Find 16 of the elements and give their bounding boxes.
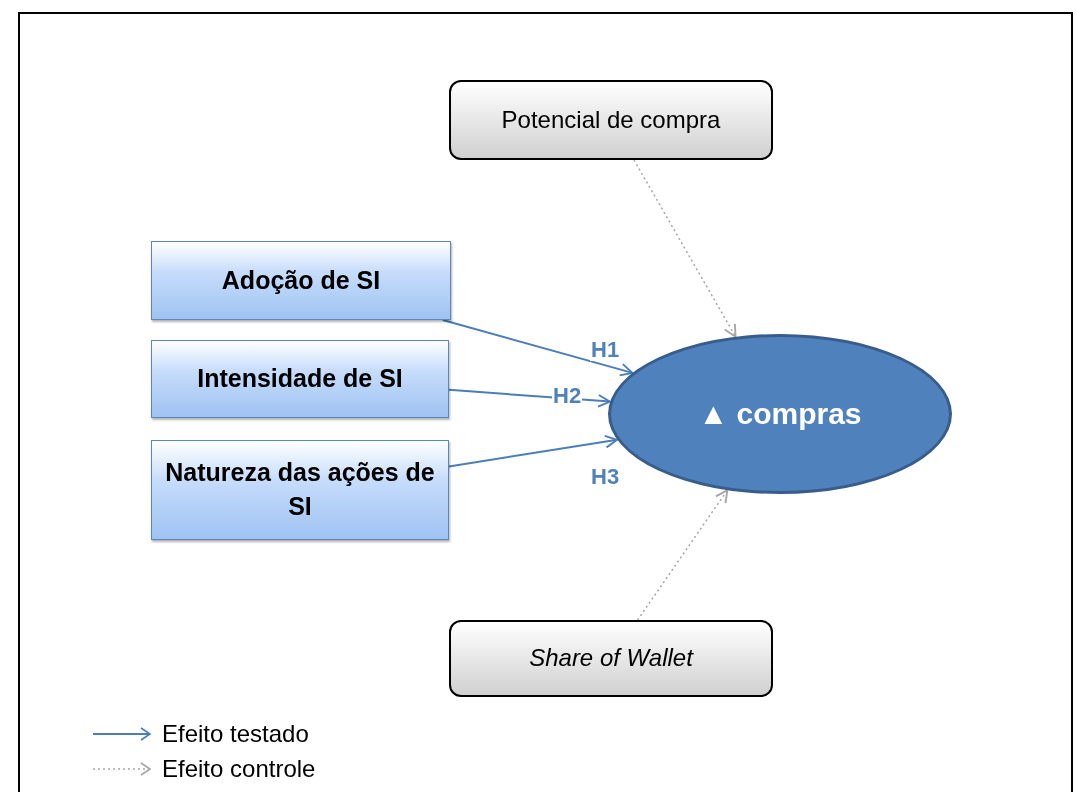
- variable-box: [449, 620, 773, 697]
- legend-label: Efeito controle: [162, 754, 316, 783]
- variable-box: [449, 80, 773, 160]
- variable-box: [151, 440, 449, 540]
- node-label: Potencial de compra: [501, 104, 721, 135]
- node-label: ▲ compras: [698, 395, 862, 432]
- variable-box: [151, 241, 451, 320]
- node-label: Natureza das ações de SI: [164, 457, 436, 522]
- node-label: Intensidade de SI: [197, 363, 403, 395]
- edge-label: H1: [590, 339, 621, 361]
- arrow: [448, 434, 619, 468]
- arrow: [441, 319, 634, 377]
- node-label: Share of Wallet: [529, 643, 693, 674]
- node-label: Adoção de SI: [221, 264, 381, 296]
- legend-label: Efeito testado: [162, 719, 309, 748]
- variable-box: [151, 340, 449, 418]
